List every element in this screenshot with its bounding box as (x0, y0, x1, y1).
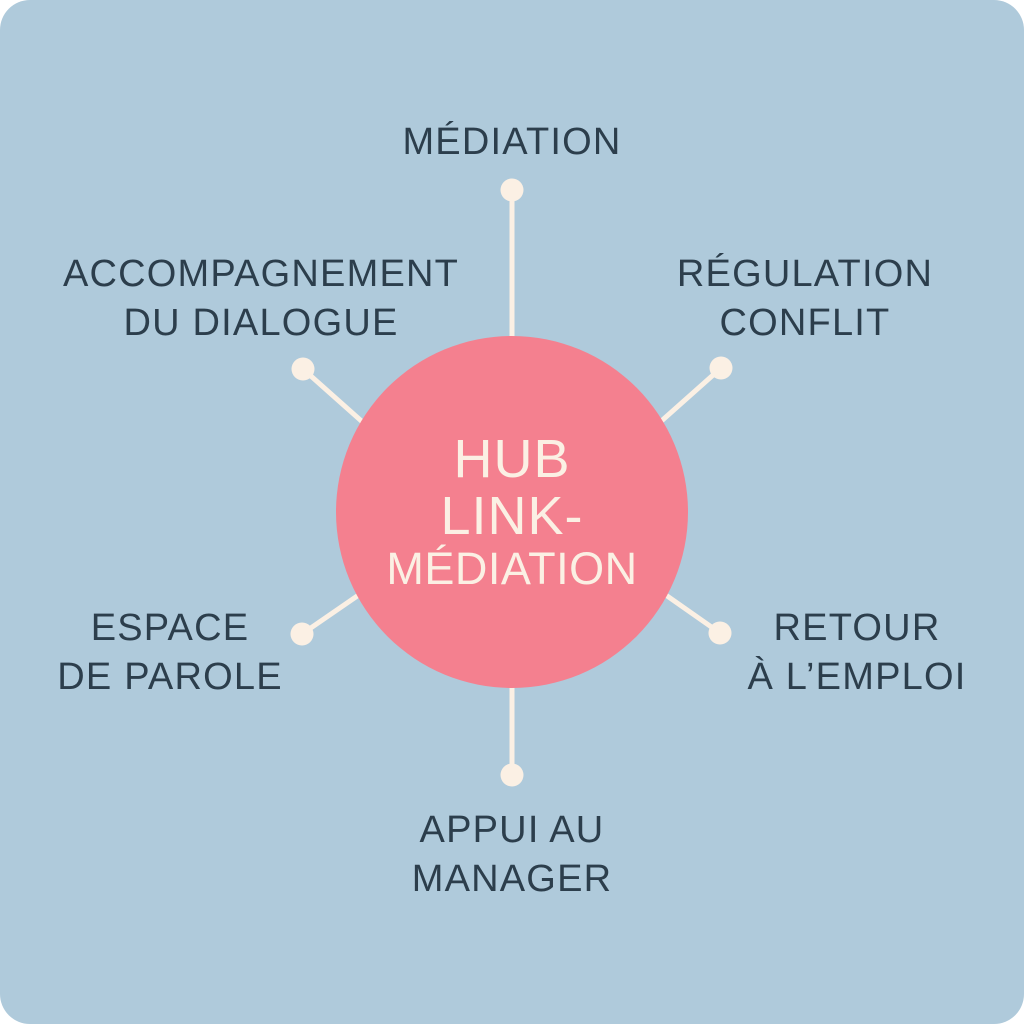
node-dot-mediation[interactable] (500, 178, 524, 202)
spoke-label-mediation[interactable]: MÉDIATION (402, 121, 622, 163)
spoke-label-retour-a-lemploi[interactable]: RETOUR À L’EMPLOI (747, 607, 967, 698)
hub-title-line-3: MÉDIATION (386, 543, 638, 595)
spoke-label-appui-au-manager[interactable]: APPUI AU MANAGER (411, 809, 613, 900)
hub-title-line-1: HUB (453, 428, 571, 489)
spoke-label-espace-de-parole[interactable]: ESPACE DE PAROLE (57, 607, 283, 698)
hub-circle[interactable]: HUB LINK- MÉDIATION (336, 336, 688, 688)
node-dot-accompagnement[interactable] (291, 357, 315, 381)
hub-title-line-2: LINK- (440, 486, 584, 547)
spoke-label-regulation-conflit[interactable]: RÉGULATION CONFLIT (676, 253, 934, 344)
node-dot-espace[interactable] (290, 622, 314, 646)
node-dot-retour[interactable] (708, 621, 732, 645)
node-dot-appui[interactable] (500, 763, 524, 787)
spoke-label-accompagnement-du-dialogue[interactable]: ACCOMPAGNEMENT DU DIALOGUE (62, 253, 460, 344)
node-dot-regulation[interactable] (709, 356, 733, 380)
